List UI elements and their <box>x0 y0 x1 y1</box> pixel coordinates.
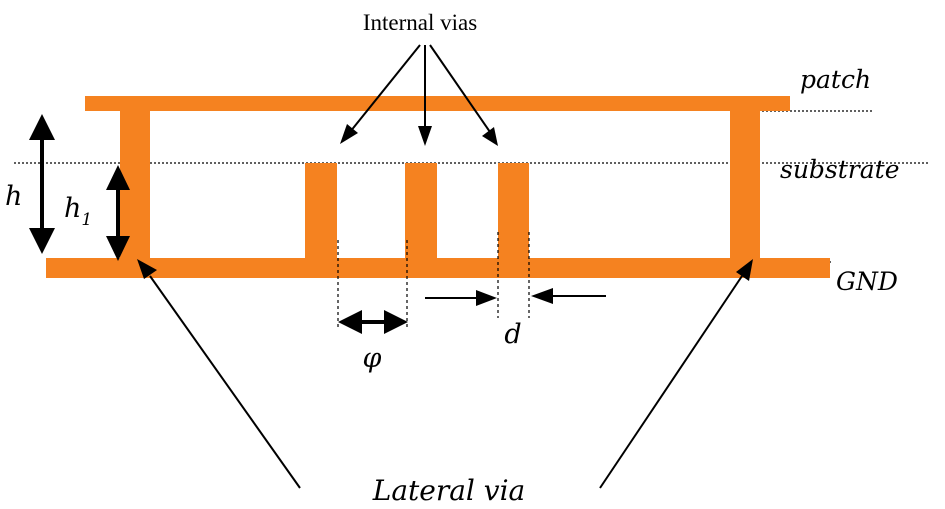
d-dimension-arrows <box>425 288 606 306</box>
h-label: h <box>5 181 22 212</box>
dimension-guides <box>337 232 530 330</box>
patch-layer <box>85 96 790 111</box>
gnd-label: GND <box>836 267 898 296</box>
internal-via-1 <box>305 163 337 278</box>
internal-via-3 <box>498 163 529 278</box>
patch-label: patch <box>800 65 871 94</box>
lateral-via-right <box>730 96 760 278</box>
phi-label: φ <box>363 343 382 374</box>
h-dimension-arrow <box>29 114 55 254</box>
h1-label: h1 <box>64 193 92 230</box>
gnd-layer <box>46 258 830 278</box>
lateral-via-pointers <box>137 259 753 489</box>
phi-dimension-arrow <box>338 310 408 334</box>
lateral-via-label: Lateral via <box>372 474 526 507</box>
internal-via-2 <box>405 163 437 278</box>
d-label: d <box>504 319 521 350</box>
substrate-label: substrate <box>780 155 900 184</box>
h1-dimension-arrow <box>106 165 130 261</box>
internal-vias-label: Internal vias <box>363 10 477 35</box>
metal-structure <box>46 96 830 278</box>
internal-via-pointers <box>340 44 498 146</box>
